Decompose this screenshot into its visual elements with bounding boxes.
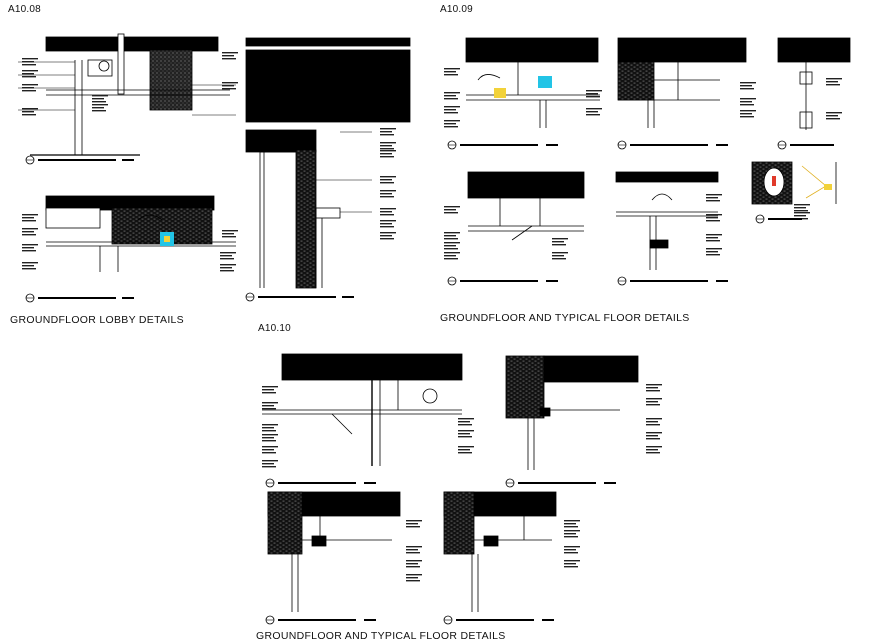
detail-a1010-3-notes bbox=[265, 520, 422, 625]
detail-a1009-1-notes bbox=[444, 68, 602, 150]
sheet-title-typical-2: GROUNDFLOOR AND TYPICAL FLOOR DETAILS bbox=[256, 630, 506, 642]
detail-a1010-4-notes bbox=[443, 520, 580, 625]
detail-a1010-3 bbox=[267, 491, 401, 612]
detail-a1010-2 bbox=[505, 355, 639, 470]
detail-a1009-2-notes bbox=[617, 82, 756, 150]
detail-a1008-2 bbox=[45, 195, 236, 272]
sheet-code-a1010: A10.10 bbox=[258, 323, 291, 334]
detail-a1009-5 bbox=[615, 171, 719, 270]
sheet-title-typical-1: GROUNDFLOOR AND TYPICAL FLOOR DETAILS bbox=[440, 312, 690, 324]
detail-a1010-2-notes bbox=[505, 384, 662, 488]
detail-a1009-1 bbox=[465, 37, 600, 128]
detail-a1010-4 bbox=[443, 491, 557, 612]
sheet-code-a1009: A10.09 bbox=[440, 4, 473, 15]
detail-a1009-3 bbox=[777, 37, 851, 130]
detail-a1009-6 bbox=[751, 161, 837, 205]
detail-a1009-6-notes bbox=[755, 204, 810, 224]
sheet-title-lobby: GROUNDFLOOR LOBBY DETAILS bbox=[10, 314, 184, 326]
detail-a1008-1 bbox=[18, 33, 236, 156]
detail-a1010-1 bbox=[262, 353, 463, 466]
sheet-code-a1008: A10.08 bbox=[8, 4, 41, 15]
detail-a1009-3-notes bbox=[777, 78, 842, 150]
detail-a1009-5-notes bbox=[617, 194, 728, 286]
detail-a1008-2-notes bbox=[22, 214, 238, 303]
detail-a1009-2 bbox=[617, 37, 747, 128]
detail-a1008-1-notes bbox=[22, 52, 238, 165]
detail-a1008-3-notes bbox=[245, 128, 396, 302]
detail-a1009-4 bbox=[467, 171, 585, 241]
detail-a1009-4-notes bbox=[444, 206, 568, 286]
detail-a1010-1-notes bbox=[262, 386, 474, 488]
detail-a1008-3 bbox=[245, 37, 411, 289]
